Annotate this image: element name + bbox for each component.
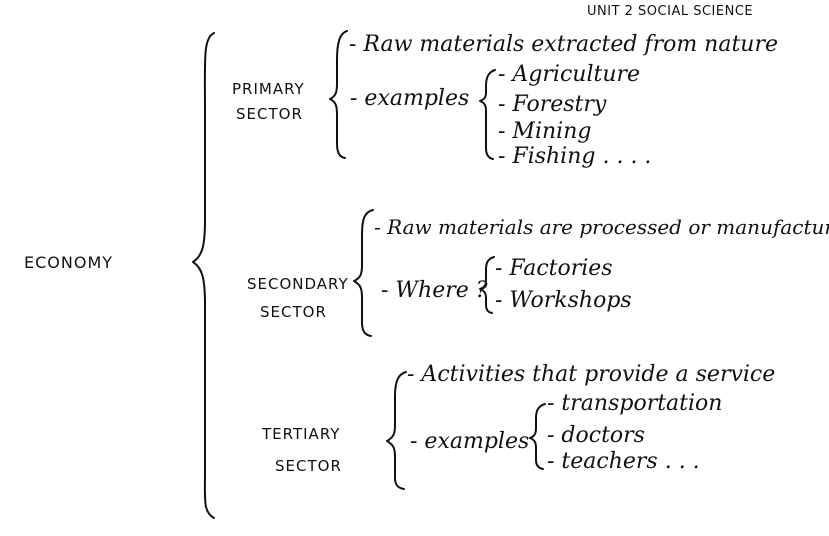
primary-example-item: - Forestry xyxy=(498,92,607,117)
tertiary-sector-title-line1: TERTIARY xyxy=(262,425,341,443)
primary-example-item: - Mining xyxy=(498,119,592,144)
where-brace xyxy=(479,256,495,314)
primary-example-item: - Fishing . . . . xyxy=(498,144,652,169)
primary-sector-title-line2: SECTOR xyxy=(236,105,303,123)
secondary-where-item: - Workshops xyxy=(495,288,632,313)
secondary-sector-title-line2: SECTOR xyxy=(260,303,327,321)
secondary-sector-brace xyxy=(353,209,374,337)
primary-examples-brace xyxy=(479,69,496,160)
primary-sector-brace xyxy=(329,30,348,159)
tertiary-sector-title-line2: SECTOR xyxy=(275,457,342,475)
tertiary-examples-label: - examples xyxy=(410,429,530,454)
tertiary-example-item: - teachers . . . xyxy=(547,449,700,474)
economy-brace xyxy=(192,32,215,519)
tertiary-definition: - Activities that provide a service xyxy=(407,362,776,387)
primary-sector-title-line1: PRIMARY xyxy=(232,80,305,98)
tertiary-example-item: - doctors xyxy=(547,423,645,448)
secondary-definition: - Raw materials are processed or manufac… xyxy=(374,215,829,239)
primary-definition: - Raw materials extracted from nature xyxy=(349,32,779,57)
economy-label: ECONOMY xyxy=(24,253,114,272)
secondary-where-item: - Factories xyxy=(495,256,613,281)
tertiary-sector-brace xyxy=(386,371,407,490)
unit-header: UNIT 2 SOCIAL SCIENCE xyxy=(587,4,754,19)
tertiary-examples-brace xyxy=(529,403,546,470)
tertiary-example-item: - transportation xyxy=(547,391,723,416)
secondary-sector-title-line1: SECONDARY xyxy=(247,275,349,293)
secondary-where-label: - Where ? xyxy=(381,278,488,303)
primary-example-item: - Agriculture xyxy=(498,62,641,87)
primary-examples-label: - examples xyxy=(350,86,470,111)
